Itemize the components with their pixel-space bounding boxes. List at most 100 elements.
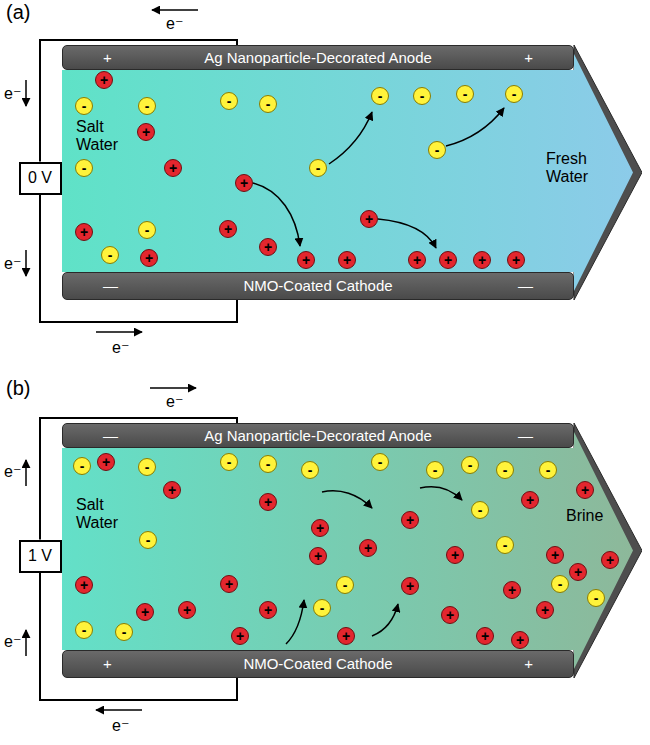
electron-label: e⁻ — [166, 15, 183, 32]
ion-circle: + — [309, 547, 327, 565]
ion-charge: - — [227, 94, 232, 108]
ion-charge: + — [413, 253, 421, 267]
ion-charge: - — [378, 89, 383, 103]
ion-charge: - — [546, 463, 551, 477]
ion-circle: - — [220, 92, 238, 110]
ion-charge: + — [541, 603, 549, 617]
ion-charge: + — [169, 161, 177, 175]
ion-circle: - — [426, 461, 444, 479]
ion-charge: + — [343, 253, 351, 267]
stream-label: Fresh Water — [546, 150, 588, 185]
ion-charge: + — [446, 608, 454, 622]
ion-charge: - — [468, 458, 473, 472]
ion-circle: + — [439, 251, 457, 269]
stream-label: Salt Water — [76, 496, 118, 531]
voltage-source: 1 V — [19, 540, 62, 573]
ion-charge: + — [145, 251, 153, 265]
ion-charge: - — [420, 89, 425, 103]
electron-label: e⁻ — [112, 339, 129, 356]
electrode-label: NMO-Coated Cathode — [243, 277, 392, 294]
ion-circle: - — [115, 623, 133, 641]
electron-label: e⁻ — [4, 463, 21, 480]
ion-circle: + — [601, 551, 619, 569]
ion-charge: - — [82, 623, 87, 637]
ion-charge: + — [314, 549, 322, 563]
ion-charge: - — [227, 455, 232, 469]
ion-charge: + — [551, 548, 559, 562]
electron-label: e⁻ — [4, 255, 21, 272]
electrode-label: — — [103, 427, 118, 444]
ion-circle: + — [503, 581, 521, 599]
ion-charge: + — [364, 541, 372, 555]
ion-charge: + — [224, 222, 232, 236]
ion-circle: - — [496, 461, 514, 479]
ion-charge: + — [80, 578, 88, 592]
ion-circle: + — [231, 627, 249, 645]
ion-circle: + — [178, 601, 196, 619]
electrode-label: + — [524, 49, 533, 66]
ion-charge: - — [594, 591, 599, 605]
ion-charge: + — [264, 603, 272, 617]
ion-circle: - — [587, 589, 605, 607]
ion-circle: + — [137, 123, 155, 141]
ion-charge: + — [451, 548, 459, 562]
panel-label: (a) — [6, 1, 30, 23]
ion-circle: + — [576, 481, 594, 499]
ion-circle: + — [441, 606, 459, 624]
ion-circle: + — [446, 546, 464, 564]
stream-label: Salt Water — [76, 118, 118, 153]
ion-circle: + — [546, 546, 564, 564]
ion-charge: + — [168, 483, 176, 497]
ion-charge: + — [478, 253, 486, 267]
ion-charge: + — [80, 225, 88, 239]
ion-circle: + — [259, 601, 277, 619]
voltage-value: 1 V — [28, 547, 52, 565]
ion-circle: + — [476, 627, 494, 645]
electrode-label: + — [103, 49, 112, 66]
ion-charge: + — [141, 605, 149, 619]
ion-charge: + — [302, 253, 310, 267]
ion-circle: + — [360, 210, 378, 228]
ion-circle: - — [505, 85, 523, 103]
ion-circle: - — [456, 85, 474, 103]
electron-label: e⁻ — [4, 633, 21, 650]
ion-circle: + — [536, 601, 554, 619]
ion-circle: + — [75, 576, 93, 594]
ion-charge: + — [481, 629, 489, 643]
ion-charge: - — [433, 463, 438, 477]
ion-circle: + — [511, 631, 529, 649]
ion-circle: + — [97, 453, 115, 471]
ion-circle: - — [371, 453, 389, 471]
ion-circle: + — [401, 577, 419, 595]
ion-charge: - — [108, 248, 113, 262]
electrode-label: — — [518, 427, 533, 444]
ion-circle: + — [220, 575, 238, 593]
ion-charge: + — [225, 577, 233, 591]
electron-label: e⁻ — [4, 85, 21, 102]
electrode-bar: —Ag Nanoparticle-Decorated Anode— — [62, 423, 574, 448]
ion-charge: - — [435, 143, 440, 157]
electrode-bar: +Ag Nanoparticle-Decorated Anode+ — [62, 45, 574, 70]
ion-charge: + — [183, 603, 191, 617]
ion-charge: - — [82, 99, 87, 113]
electrode-bar: +NMO-Coated Cathode+ — [62, 650, 574, 678]
ion-charge: + — [516, 633, 524, 647]
ion-charge: + — [512, 253, 520, 267]
ion-circle: - — [461, 456, 479, 474]
ion-circle: + — [219, 220, 237, 238]
ion-circle: + — [337, 627, 355, 645]
electron-arrow — [25, 630, 27, 656]
electrode-label: + — [524, 655, 533, 672]
ion-circle: + — [259, 238, 277, 256]
flow-channel: Salt WaterFresh Water + + + + + + + + + + + + + + + - - - -… — [62, 45, 642, 300]
ion-circle: + — [235, 174, 253, 192]
electrode-label: — — [103, 277, 118, 294]
electron-arrow — [152, 9, 198, 11]
ion-circle: + — [507, 251, 525, 269]
ion-charge: - — [320, 601, 325, 615]
ion-circle: + — [311, 519, 329, 537]
ion-charge: - — [266, 457, 271, 471]
ion-circle: - — [259, 455, 277, 473]
ion-charge: + — [444, 253, 452, 267]
ion-charge: + — [236, 629, 244, 643]
